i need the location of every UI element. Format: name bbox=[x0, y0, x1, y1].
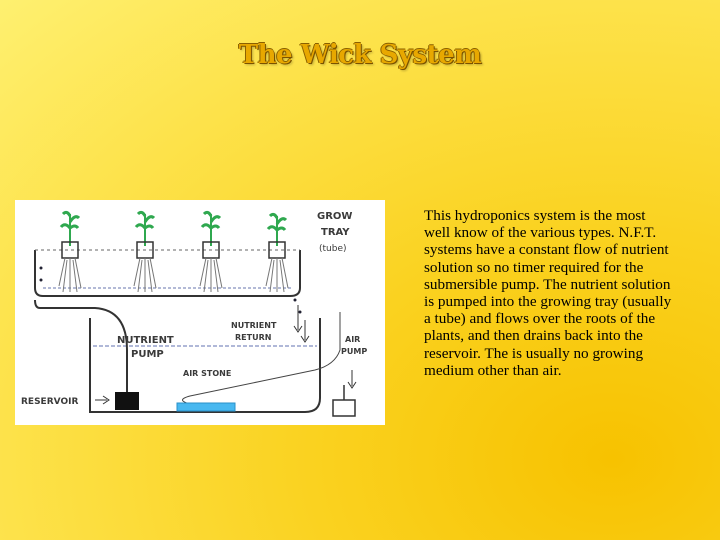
grow-tray-tube bbox=[34, 249, 302, 314]
plant bbox=[133, 210, 157, 293]
slide-title: The Wick System bbox=[238, 40, 482, 70]
plant bbox=[58, 210, 82, 293]
label-nutrient-return-2: RETURN bbox=[235, 333, 271, 342]
air-line bbox=[182, 312, 341, 405]
plant bbox=[265, 212, 289, 293]
label-nutrient-return-1: NUTRIENT bbox=[231, 321, 277, 330]
label-grow: GROW bbox=[317, 211, 352, 222]
supply-tube bbox=[34, 299, 128, 392]
label-tube: (tube) bbox=[319, 244, 347, 254]
nutrient-return-arrows bbox=[293, 305, 310, 343]
label-air-stone: AIR STONE bbox=[183, 369, 231, 378]
nutrient-pump bbox=[115, 392, 139, 410]
system-description: This hydroponics system is the most well… bbox=[424, 207, 672, 379]
label-air-pump-1: AIR bbox=[345, 335, 360, 344]
label-nutrient-pump-2: PUMP bbox=[131, 349, 164, 360]
nft-system-diagram: GROW TRAY (tube) NUTRIENT RETURN NUTRIEN… bbox=[15, 200, 385, 425]
reservoir-tank bbox=[89, 318, 321, 413]
air-stone bbox=[176, 402, 236, 412]
label-tray: TRAY bbox=[321, 227, 350, 238]
label-nutrient-pump-1: NUTRIENT bbox=[117, 335, 174, 346]
label-reservoir: RESERVOIR bbox=[21, 397, 78, 407]
air-pump bbox=[332, 399, 356, 417]
plant bbox=[199, 210, 223, 293]
reservoir-arrow bbox=[95, 395, 110, 405]
air-pump-arrow bbox=[347, 370, 357, 389]
label-air-pump-2: PUMP bbox=[341, 347, 367, 356]
